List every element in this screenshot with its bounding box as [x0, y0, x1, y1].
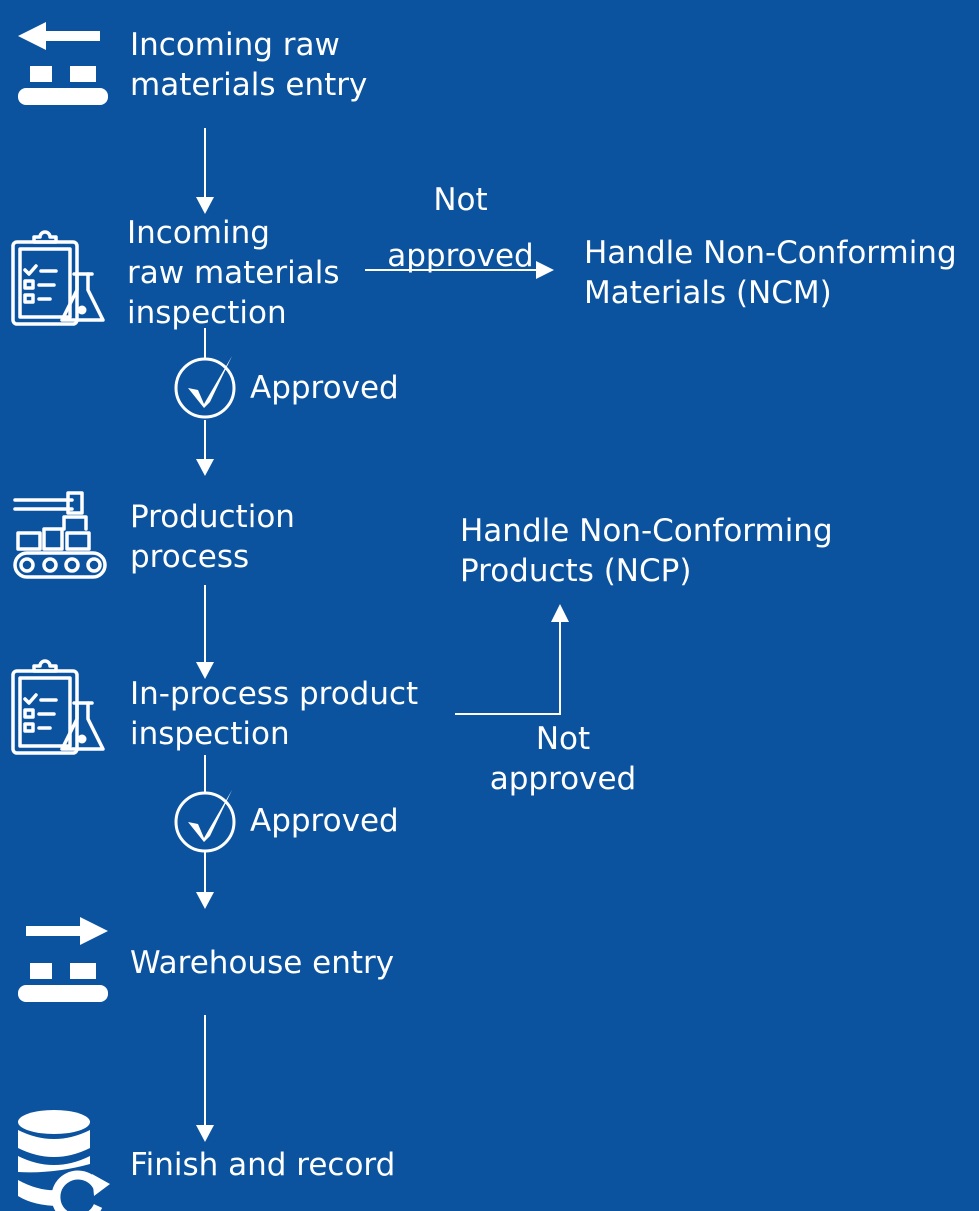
not-approved-label-ncm: Not approved [387, 182, 534, 274]
arrowhead-down [196, 662, 214, 679]
step-production-label: Production process [130, 499, 295, 575]
not-approved-label-ncp: Not approved [489, 721, 637, 797]
arrowhead-down [196, 459, 214, 476]
outcome-ncp-label: Handle Non-Conforming Products (NCP) [460, 513, 833, 589]
step-raw-inspection-label: Incoming raw materials inspection [127, 215, 340, 331]
arrowhead-right [536, 261, 554, 279]
inspection-clipboard-icon [11, 230, 105, 326]
step-raw-entry-label: Incoming raw materials entry [130, 27, 368, 103]
arrowhead-down [196, 197, 214, 214]
approved-label-1: Approved [250, 370, 399, 406]
outbound-transfer-icon [18, 917, 108, 1002]
approved-label-2: Approved [250, 803, 399, 839]
inbound-transfer-icon [18, 22, 108, 105]
arrowhead-down [196, 892, 214, 909]
approved-check-icon [174, 790, 236, 853]
connector-to-ncp [455, 622, 561, 715]
arrowhead-up [551, 604, 569, 622]
arrowhead-down [196, 1125, 214, 1142]
conveyor-robot-arm-icon [13, 491, 107, 579]
step-inprocess-inspection-label: In-process product inspection [130, 676, 419, 752]
outcome-ncm-label: Handle Non-Conforming Materials (NCM) [584, 235, 957, 311]
step-warehouse-label: Warehouse entry [130, 945, 395, 981]
database-refresh-icon [18, 1110, 110, 1211]
inspection-clipboard-icon [11, 659, 105, 755]
approved-check-icon [174, 356, 236, 419]
step-finish-label: Finish and record [130, 1147, 396, 1183]
